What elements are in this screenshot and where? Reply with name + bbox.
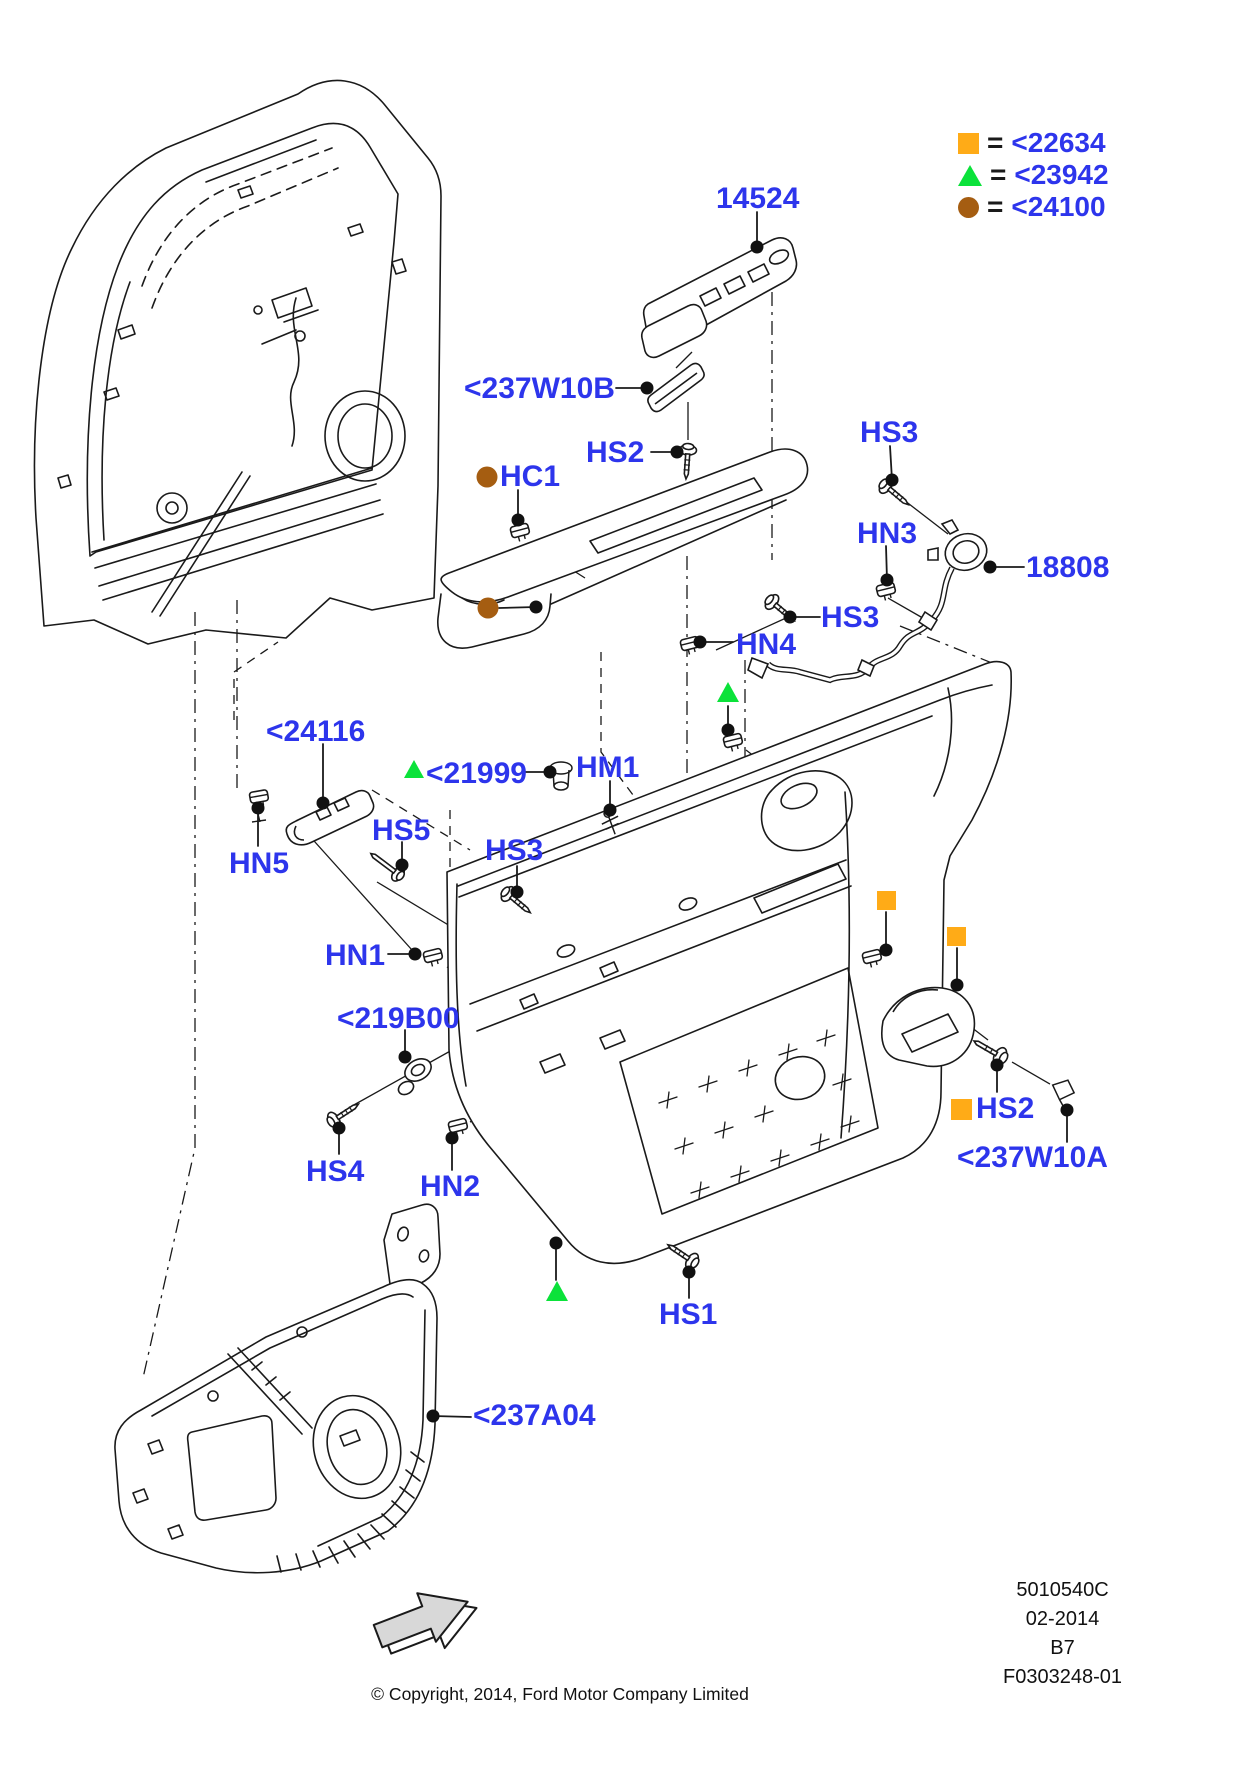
equals-sign: = [987,191,1004,222]
callout-18808[interactable]: 18808 [1026,551,1110,584]
callout-hn2[interactable]: HN2 [420,1170,481,1203]
copyright-notice: © Copyright, 2014, Ford Motor Company Li… [371,1684,749,1704]
symbol-markers [404,466,972,1301]
callout-hm1[interactable]: HM1 [576,751,640,784]
callout-237A04[interactable]: <237A04 [473,1399,596,1432]
grommet-219B00 [397,1058,432,1096]
callout-21999[interactable]: <21999 [426,757,527,790]
legend-part-number[interactable]: <23942 [1014,159,1109,190]
triangle-swatch-icon [958,164,982,186]
doc-code-line: F0303248-01 [1003,1666,1122,1688]
callout-14524[interactable]: 14524 [716,182,800,215]
direction-arrow-icon [372,1592,478,1655]
circle-swatch-icon [958,196,979,218]
callout-hs1[interactable]: HS1 [659,1298,718,1331]
door-frame-drawing [33,79,442,645]
legend-part-number[interactable]: <24100 [1011,191,1106,222]
orange-square-marker [877,891,896,910]
bracket-24116 [285,789,375,846]
callout-hn4[interactable]: HN4 [736,628,797,661]
callout-237W10A[interactable]: <237W10A [957,1141,1108,1174]
doc-code-line: 02-2014 [1025,1608,1100,1630]
legend-item-24100: = <24100 [958,191,1109,222]
callout-hs3-1[interactable]: HS3 [860,416,919,449]
legend-part-number[interactable]: <22634 [1011,127,1106,158]
callout-hc1[interactable]: HC1 [500,460,561,493]
orange-square-marker [947,927,966,946]
callout-hs2-armrest[interactable]: HS2 [586,436,645,469]
switch-bezel-part [640,237,798,359]
callout-hs2-bezel[interactable]: HS2 [976,1092,1035,1125]
square-swatch-icon [958,132,979,154]
legend-item-22634: = <22634 [958,127,1109,158]
callout-hs5[interactable]: HS5 [372,814,431,847]
orange-square-marker [951,1099,972,1120]
doc-code-line: B7 [1050,1637,1075,1659]
brown-circle-marker [477,597,499,619]
legend: = <22634 = <23942 = <24100 [958,127,1109,222]
document-info: 5010540C 02-2014 B7 F0303248-01 [985,1576,1140,1692]
callout-hn3[interactable]: HN3 [857,517,918,550]
armrest-part [437,448,809,649]
green-triangle-marker [546,1281,568,1301]
callout-hn1[interactable]: HN1 [325,939,386,972]
wiring-harness-part [747,519,988,684]
equals-sign: = [987,127,1004,158]
green-triangle-marker [404,760,424,778]
doc-code-line: 5010540C [1016,1579,1109,1601]
callout-hs3-2[interactable]: HS3 [821,601,880,634]
callout-hn5[interactable]: HN5 [229,847,290,880]
green-triangle-marker [717,682,739,702]
callout-237W10B[interactable]: <237W10B [464,372,615,405]
carrier-panel-part [114,1203,441,1574]
callout-hs4[interactable]: HS4 [306,1155,365,1188]
callout-24116[interactable]: <24116 [266,715,366,748]
callout-219B00[interactable]: <219B00 [337,1002,460,1035]
switch-plate-part [647,362,705,413]
equals-sign: = [990,159,1007,190]
handle-bezel-part [881,986,976,1068]
door-trim-panel-part [446,660,1012,1265]
legend-item-23942: = <23942 [958,159,1109,190]
callout-hs3-3[interactable]: HS3 [485,834,544,867]
attachment-dots [251,240,1074,1423]
brown-circle-marker [476,466,498,488]
